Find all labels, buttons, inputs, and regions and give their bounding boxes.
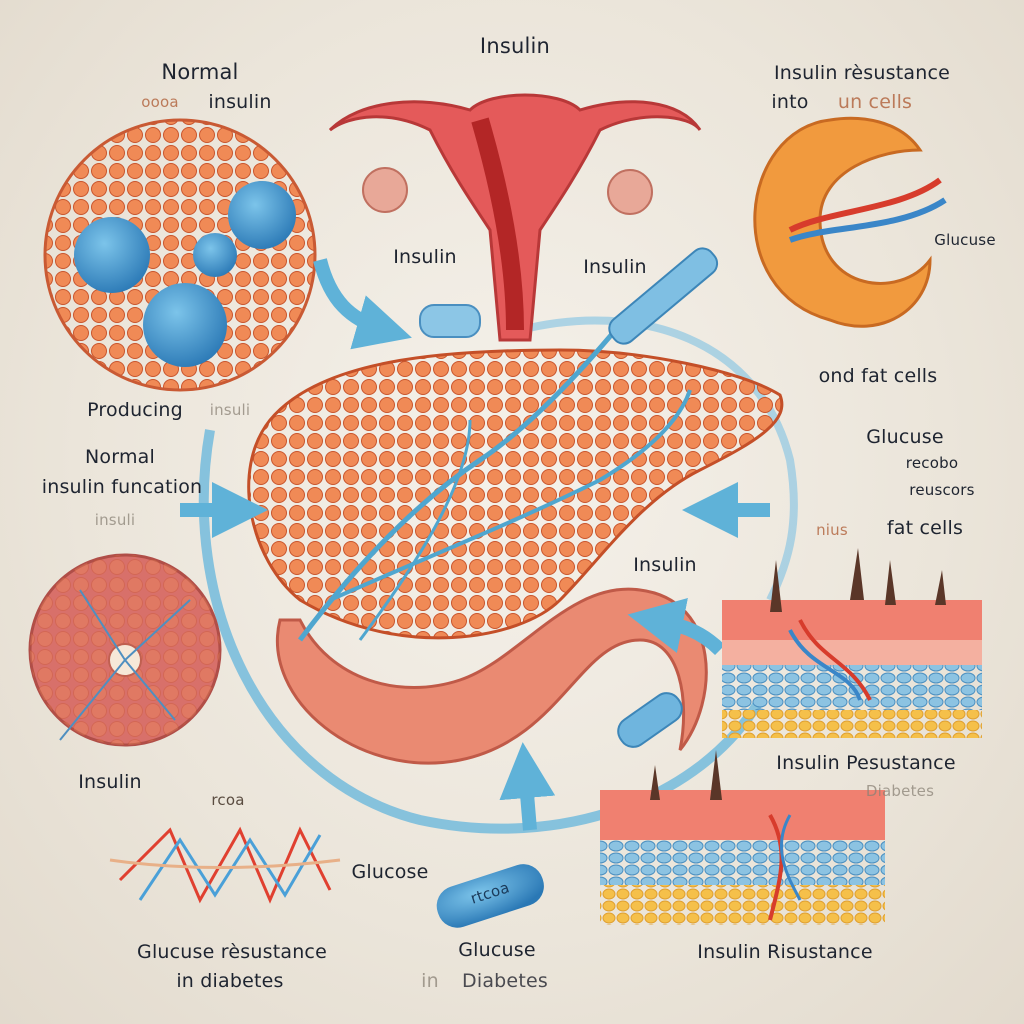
label-blood-garbled: rcoa	[211, 791, 245, 809]
label-glucose-bottom: Glucose	[351, 861, 429, 883]
normal-cells-circle	[43, 118, 317, 392]
insulin-pill	[617, 692, 683, 748]
label-diabetes-faint: Diabetes	[865, 782, 935, 800]
label-normal: Normal	[161, 60, 239, 84]
label-into: into	[771, 91, 809, 113]
label-normal-mid: Normal	[85, 446, 155, 468]
label-fat-cells-prefix: nius	[816, 521, 848, 539]
arrow-icon	[313, 258, 412, 350]
label-glucose-small: Glucuse	[934, 231, 996, 249]
label-insulin-resistance-right: Insulin Pesustance	[776, 752, 956, 774]
label-insulin-right: Insulin	[583, 256, 647, 278]
arrow-icon	[499, 742, 556, 831]
label-receptors-2: reuscors	[909, 481, 975, 499]
reproductive-organ	[328, 93, 702, 342]
skin-section-lower	[600, 750, 885, 925]
label-insulin-faint: insuli	[94, 511, 136, 529]
label-garbled: oooa	[141, 93, 179, 111]
label-insulin: insulin	[208, 91, 272, 113]
label-in-diabetes: in diabetes	[176, 970, 284, 992]
arrow-icon	[627, 598, 725, 656]
pancreatic-islet-circle	[28, 553, 222, 747]
label-receptors-1: recobo	[905, 454, 959, 472]
label-insulin-function: insulin funcation	[41, 476, 203, 498]
label-producing: Producing	[87, 399, 183, 421]
label-glucose-resistance: Glucuse rèsustance	[137, 941, 327, 963]
blood-vessels	[109, 826, 341, 904]
label-insulin-center: Insulin	[633, 554, 697, 576]
label-diabetes: Diabetes	[462, 970, 548, 992]
fat-cell-cross-section	[753, 116, 947, 328]
label-insulin-resistance: Insulin rèsustance	[773, 62, 951, 84]
glucose-pill	[436, 864, 544, 928]
insulin-pen	[608, 247, 719, 345]
label-in-faint: in	[421, 970, 439, 992]
label-glucose-center-bottom: Glucuse	[458, 939, 536, 961]
skin-section-upper	[722, 548, 982, 738]
insulin-capsule	[419, 304, 481, 338]
label-insulin-resistance-bottom: Insulin Risustance	[697, 941, 873, 963]
label-top-insulin: Insulin	[479, 34, 551, 58]
liver-organ	[247, 298, 784, 765]
label-fat-cells-2: fat cells	[886, 517, 964, 539]
label-insulin-lower-left: Insulin	[78, 771, 142, 793]
label-glucose-right: Glucuse	[866, 426, 944, 448]
label-cells: un cells	[837, 91, 913, 113]
label-fat-cells: ond fat cells	[818, 365, 938, 387]
label-producing-suffix: insuli	[209, 401, 251, 419]
label-insulin-left: Insulin	[393, 246, 457, 268]
